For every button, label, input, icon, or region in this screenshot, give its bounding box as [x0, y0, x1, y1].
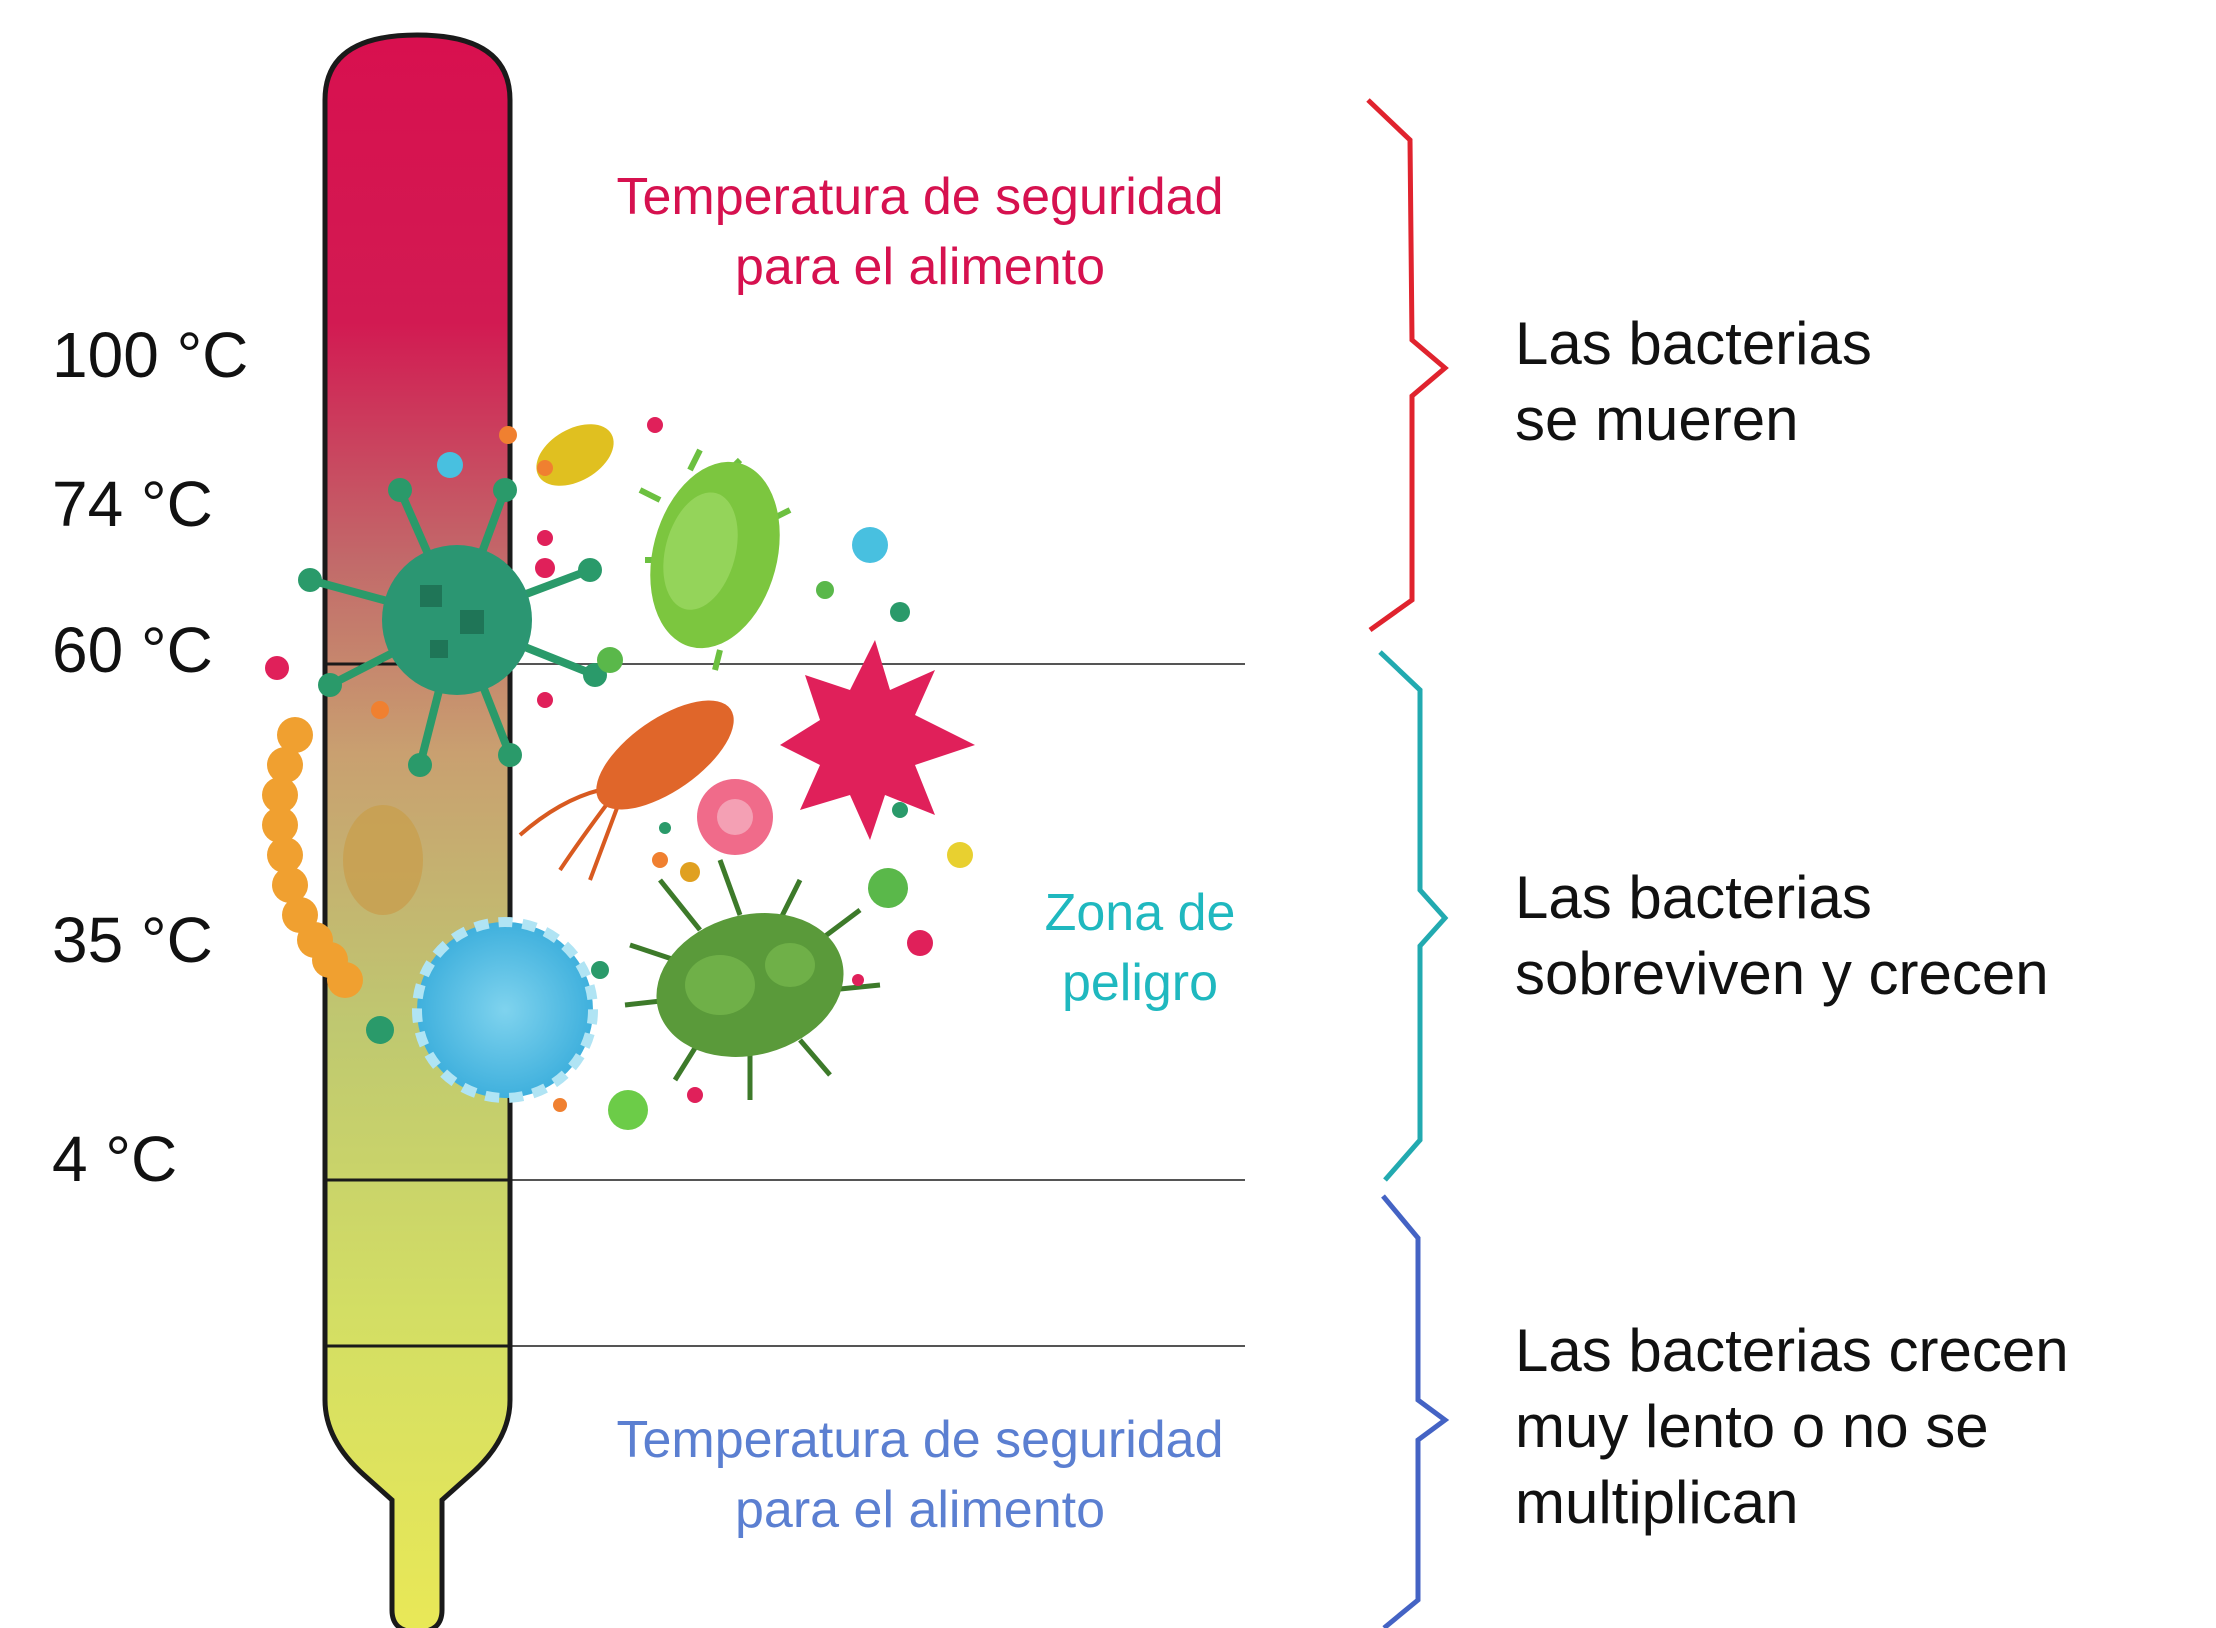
- lower-safe-zone-label: Temperatura de seguridad para el aliment…: [560, 1405, 1280, 1545]
- brace-icon: [1366, 98, 1449, 633]
- outcome-lower: Las bacterias crecen muy lento o no se m…: [1515, 1313, 2069, 1541]
- temp-label-60: 60 °C: [52, 614, 213, 686]
- danger-zone-line1: Zona de: [1044, 884, 1236, 942]
- brace-icon: [1381, 1194, 1450, 1628]
- outcome-middle-line2: sobreviven y crecen: [1515, 940, 2049, 1007]
- temp-label-35: 35 °C: [52, 904, 213, 976]
- upper-safe-zone-line2: para el alimento: [735, 238, 1105, 296]
- outcome-upper-line1: Las bacterias: [1515, 310, 1872, 377]
- outcome-middle-line1: Las bacterias: [1515, 864, 1872, 931]
- lower-safe-zone-line1: Temperatura de seguridad: [616, 1411, 1224, 1469]
- outcome-lower-line1: Las bacterias crecen: [1515, 1317, 2069, 1384]
- brace-icon: [1378, 650, 1449, 1182]
- outcome-lower-line3: multiplican: [1515, 1469, 1799, 1536]
- temp-label-100: 100 °C: [52, 319, 249, 391]
- thermometer-icon: [322, 32, 513, 1628]
- danger-zone-line2: peligro: [1061, 954, 1219, 1012]
- outcome-middle: Las bacterias sobreviven y crecen: [1515, 860, 2049, 1012]
- outcome-upper-line2: se mueren: [1515, 386, 1799, 453]
- upper-safe-zone-line1: Temperatura de seguridad: [616, 168, 1224, 226]
- temp-label-74: 74 °C: [52, 468, 213, 540]
- danger-zone-label: Zona de peligro: [990, 878, 1290, 1018]
- lower-safe-zone-line2: para el alimento: [735, 1481, 1105, 1539]
- outcome-lower-line2: muy lento o no se: [1515, 1393, 1989, 1460]
- temp-label-4: 4 °C: [52, 1123, 178, 1195]
- bacteria-cluster-icon: [262, 417, 975, 1130]
- bacillus-icon: [518, 700, 734, 881]
- upper-safe-zone-label: Temperatura de seguridad para el aliment…: [560, 162, 1280, 302]
- virus-icon: [298, 478, 607, 777]
- outcome-upper: Las bacterias se mueren: [1515, 306, 1872, 458]
